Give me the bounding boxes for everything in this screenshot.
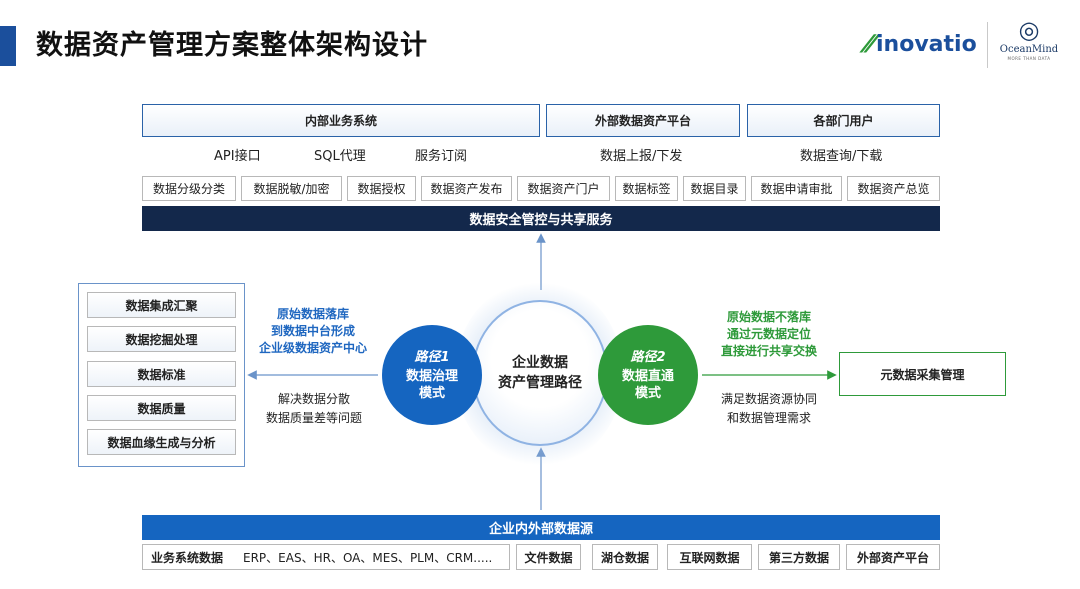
path1-problem-line1: 解决数据分散 [277,392,350,406]
source-lakehouse-data: 湖仓数据 [592,544,658,570]
source-external-platform: 外部资产平台 [846,544,940,570]
oceanmind-swirl-icon: ◎ [1018,16,1040,44]
path1-subtitle-line2: 模式 [418,386,445,401]
path1-note-line2: 到数据中台形成 [270,324,355,338]
logo-divider [987,22,988,68]
access-sql: SQL代理 [314,149,366,164]
center-line2: 资产管理路径 [498,375,582,391]
path2-note-line3: 直接进行共享交换 [720,344,817,358]
inovatio-logo: ⁄⁄ inovatio [866,30,977,58]
path2-note-line1: 原始数据不落库 [726,310,811,324]
path1-note-line1: 原始数据落库 [276,307,349,321]
service-overview: 数据资产总览 [847,176,940,201]
path2-subtitle-line1: 数据直通 [621,369,674,384]
metadata-collection-box: 元数据采集管理 [839,352,1006,396]
access-query: 数据查询/下载 [800,149,883,164]
path1-title: 路径1 [414,350,450,365]
service-classification: 数据分级分类 [142,176,236,201]
governance-item-standard: 数据标准 [87,361,236,387]
governance-item-lineage: 数据血缘生成与分析 [87,429,236,455]
path1-note: 原始数据落库 到数据中台形成 企业级数据资产中心 [250,306,376,357]
path2-note: 原始数据不落库 通过元数据定位 直接进行共享交换 [706,309,832,360]
service-approval: 数据申请审批 [751,176,842,201]
service-tags: 数据标签 [615,176,678,201]
access-report: 数据上报/下发 [600,149,683,164]
path1-problem-line2: 数据质量差等问题 [265,411,362,425]
path1-note-line3: 企业级数据资产中心 [258,341,367,355]
source-business-list: ERP、EAS、HR、OA、MES、PLM、CRM..... [243,550,493,565]
path1-problem: 解决数据分散 数据质量差等问题 [256,390,372,428]
service-catalog: 数据目录 [683,176,746,201]
source-business-label: 业务系统数据 [151,550,224,565]
governance-item-integration: 数据集成汇聚 [87,292,236,318]
path2-title: 路径2 [630,350,666,365]
oceanmind-logo-text: OceanMind [999,44,1059,55]
data-source-bar: 企业内外部数据源 [142,515,940,540]
path2-subtitle-line2: 模式 [634,386,661,401]
oceanmind-logo: ◎ OceanMind MORE THAN DATA [996,16,1062,72]
center-line1: 企业数据 [512,355,568,371]
path2-note-line2: 通过元数据定位 [726,327,811,341]
path2-problem: 满足数据资源协同 和数据管理需求 [706,390,832,428]
security-sharing-bar: 数据安全管控与共享服务 [142,206,940,231]
title-accent-bar [0,26,16,66]
source-third-party-data: 第三方数据 [758,544,840,570]
service-masking: 数据脱敏/加密 [241,176,342,201]
oceanmind-tagline: MORE THAN DATA [1007,56,1051,61]
group-department-users: 各部门用户 [747,104,940,137]
path2-problem-line2: 和数据管理需求 [726,411,811,425]
source-business-systems: 业务系统数据 ERP、EAS、HR、OA、MES、PLM、CRM..... [142,544,510,570]
governance-item-mining: 数据挖掘处理 [87,326,236,352]
source-file-data: 文件数据 [516,544,581,570]
group-external-platform: 外部数据资产平台 [546,104,740,137]
access-subscribe: 服务订阅 [415,149,468,164]
path2-circle: 路径2 数据直通 模式 [598,325,698,425]
path1-circle: 路径1 数据治理 模式 [382,325,482,425]
governance-item-quality: 数据质量 [87,395,236,421]
path2-problem-line1: 满足数据资源协同 [720,392,817,406]
group-internal-systems: 内部业务系统 [142,104,540,137]
page-title: 数据资产管理方案整体架构设计 [36,30,428,61]
center-circle: 企业数据 资产管理路径 [472,300,608,446]
access-api: API接口 [214,149,261,164]
source-internet-data: 互联网数据 [667,544,752,570]
inovatio-logo-text: inovatio [876,31,977,57]
path1-subtitle-line1: 数据治理 [405,369,458,384]
inovatio-mark-icon: ⁄⁄ [866,30,875,58]
service-portal: 数据资产门户 [517,176,610,201]
service-publish: 数据资产发布 [421,176,512,201]
service-authorization: 数据授权 [347,176,416,201]
